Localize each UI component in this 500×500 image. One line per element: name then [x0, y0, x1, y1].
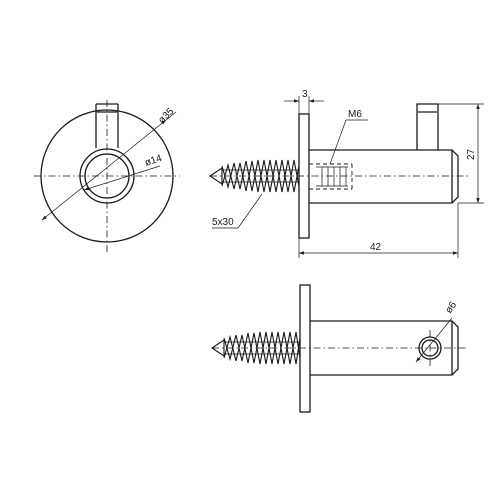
bottom-body — [310, 320, 459, 376]
dim-outer-diameter: ø35 — [156, 106, 176, 126]
dim-inner-leader — [83, 165, 161, 191]
bottom-screw — [211, 331, 301, 365]
side-thread-hidden — [309, 163, 353, 190]
dim-inner-diameter: ø14 — [144, 153, 164, 169]
dim-outer-ext — [165, 111, 177, 121]
side-thread-marks — [321, 167, 347, 186]
dim-hole-leader — [415, 317, 453, 363]
side-pin — [416, 103, 439, 150]
side-thread-minor — [316, 166, 348, 187]
dim-hole-diameter: ø6 — [443, 299, 459, 315]
dim-plate-thickness: 3 — [302, 89, 308, 100]
dim-length: 42 — [370, 242, 382, 253]
side-view: 3 M6 5x30 42 27 — [209, 89, 484, 258]
dim-height: 27 — [466, 148, 477, 160]
side-screw — [209, 159, 300, 193]
side-body — [309, 149, 459, 204]
dim-thread: M6 — [348, 109, 362, 120]
dim-outer-leader — [41, 119, 167, 221]
front-view: ø35 ø14 — [34, 100, 180, 252]
bottom-view: ø6 — [211, 284, 468, 413]
dim-screw: 5x30 — [212, 217, 234, 228]
dim-thread-leader — [329, 119, 347, 165]
bottom-plate — [299, 284, 311, 413]
dim-screw-leader — [237, 193, 263, 229]
